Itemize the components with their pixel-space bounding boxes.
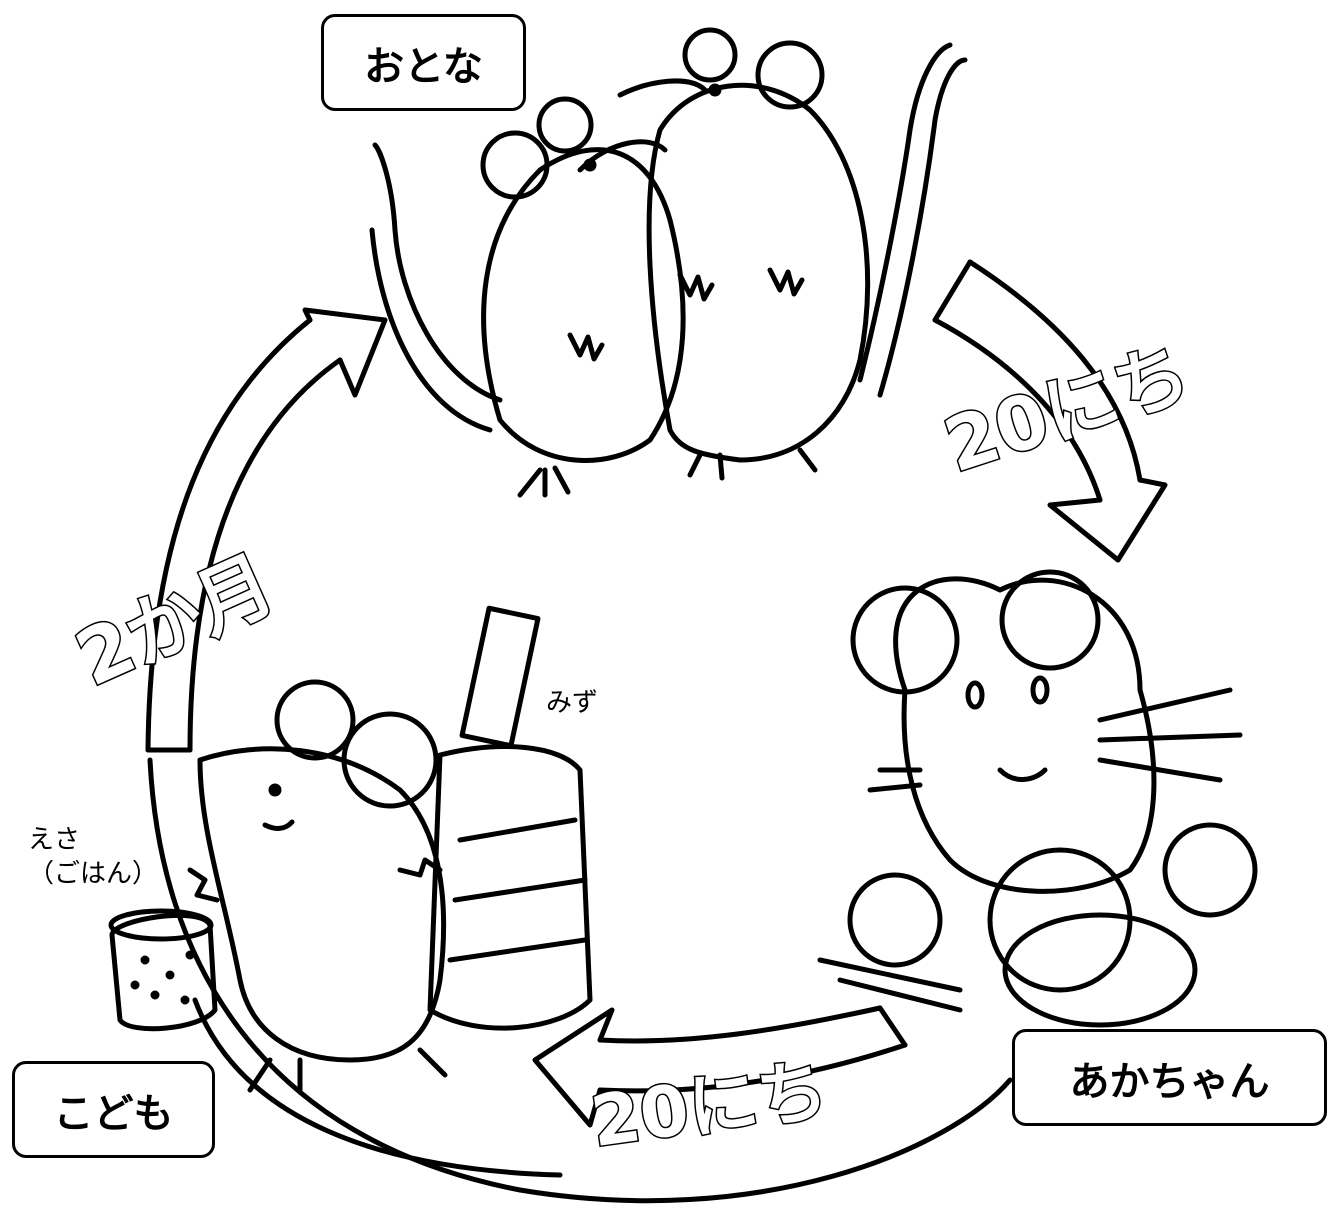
stage-label-baby: あかちゃん — [1012, 1029, 1327, 1126]
stage-label-child: こども — [12, 1061, 215, 1158]
water-label: みず — [546, 688, 599, 718]
arrow-adult-to-baby — [932, 259, 1168, 563]
adult-mouse-left — [369, 96, 686, 498]
cycle-line-inner — [192, 997, 563, 1178]
arrow-baby-to-child — [532, 1005, 908, 1128]
stage-label-adult: おとな — [321, 14, 526, 111]
arrow-child-to-adult — [145, 307, 388, 753]
feed-label: えさ （ごはん） — [28, 825, 159, 889]
child-mouse-scene — [108, 605, 593, 1093]
mother-mouse-with-babies — [817, 569, 1258, 1028]
adult-mouse-right — [617, 27, 968, 481]
